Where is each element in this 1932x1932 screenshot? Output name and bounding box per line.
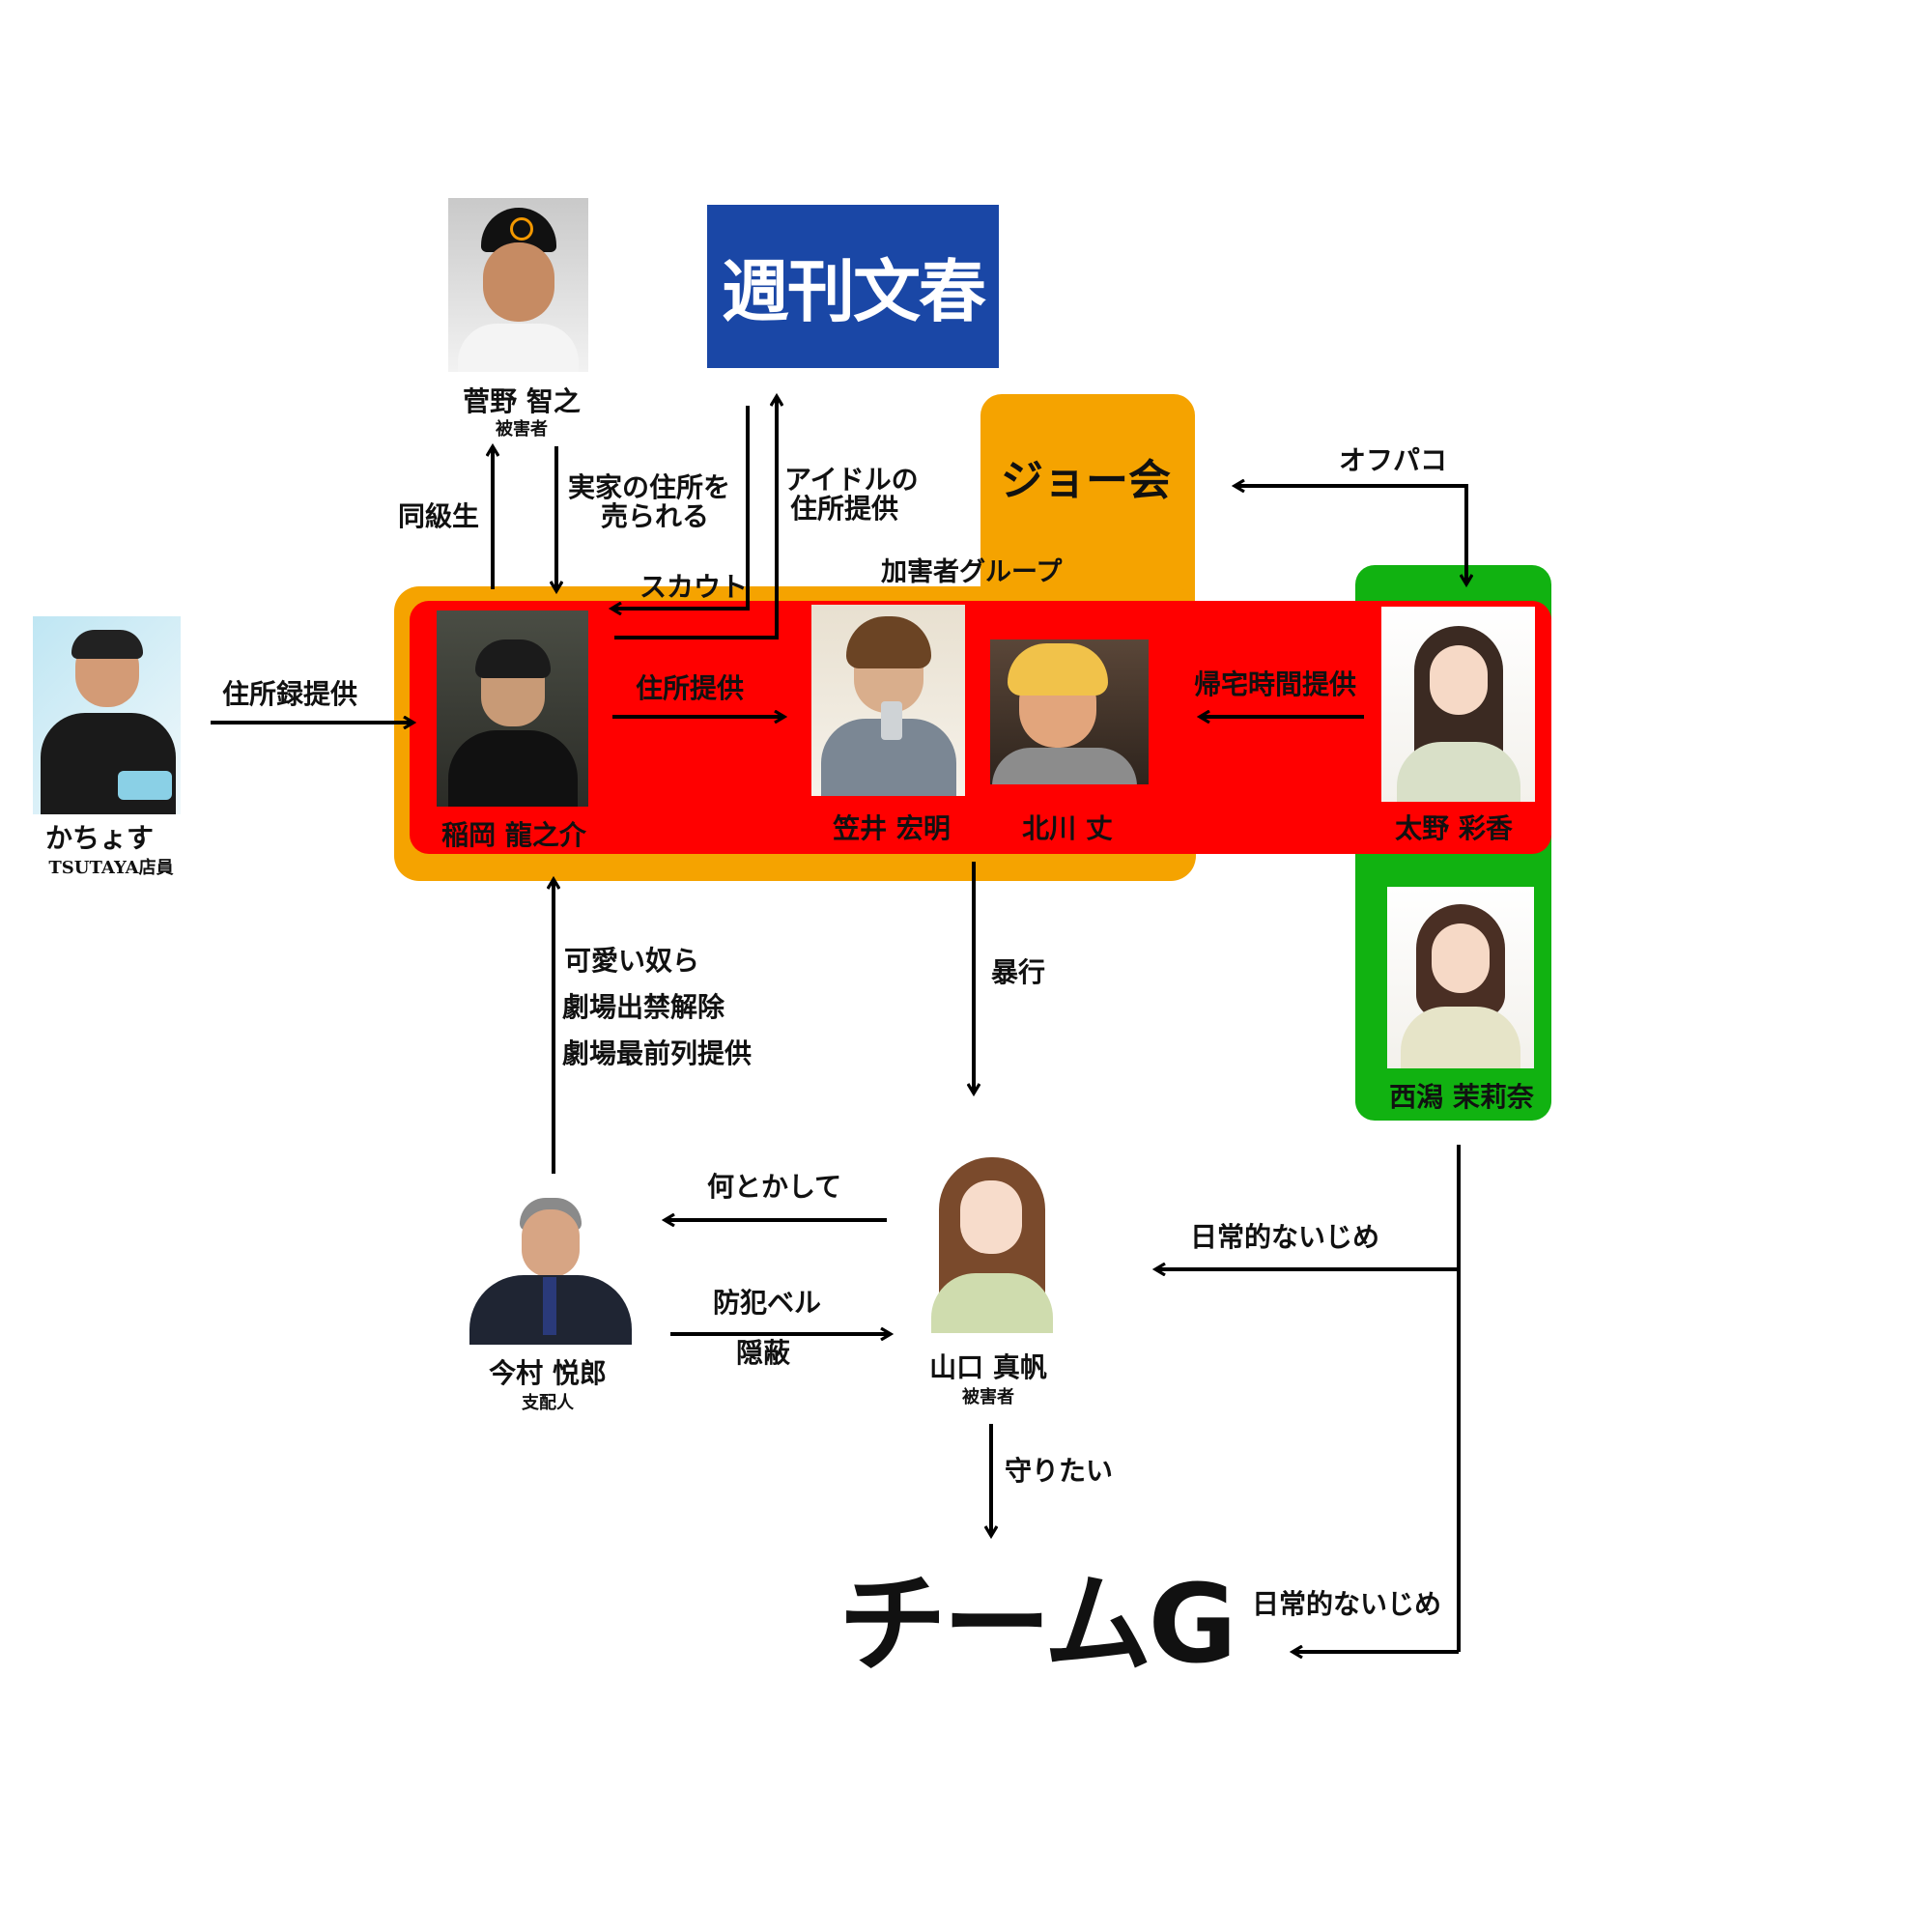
nishigata-name: 西潟 茉莉奈 <box>1389 1081 1534 1113</box>
kitagawa-photo <box>990 639 1149 784</box>
label-address: 住所提供 <box>636 672 745 704</box>
imamura-name: 今村 悦郎 <box>489 1357 607 1389</box>
label-somehow: 何とかして <box>707 1171 842 1203</box>
label-perks-3: 劇場最前列提供 <box>562 1037 753 1069</box>
kachoyasu-name: かちょす <box>44 822 154 854</box>
label-sold-address-2: 売られる <box>601 500 710 532</box>
yamaguchi-photo <box>914 1148 1069 1333</box>
ono-photo <box>1381 607 1535 802</box>
perpetrator-group-title: 加害者グループ <box>881 557 1063 587</box>
label-return-time: 帰宅時間提供 <box>1194 668 1357 700</box>
label-violence: 暴行 <box>991 956 1046 988</box>
sugano-role: 被害者 <box>496 419 548 440</box>
arrow-scout <box>611 406 750 609</box>
arrow-idol-address <box>614 396 777 639</box>
perpetrator-red-box <box>410 601 1551 854</box>
inaoka-photo <box>437 611 588 807</box>
sugano-name: 菅野 智之 <box>463 385 581 417</box>
label-perks-2: 劇場出禁解除 <box>562 991 725 1023</box>
label-offpako: オフパコ <box>1339 444 1448 476</box>
label-classmate: 同級生 <box>398 500 480 532</box>
label-bullying-2: 日常的ないじめ <box>1252 1588 1442 1620</box>
label-bell-1: 防犯ベル <box>713 1287 822 1319</box>
label-perks-1: 可愛い奴ら <box>564 945 700 977</box>
nishigata-photo <box>1387 887 1534 1068</box>
imamura-role: 支配人 <box>522 1393 574 1413</box>
label-scout: スカウト <box>639 571 749 603</box>
label-bell-2: 隠蔽 <box>736 1337 791 1369</box>
joe-group-title: ジョー会 <box>1001 456 1171 505</box>
label-bullying-1: 日常的ないじめ <box>1190 1221 1380 1253</box>
kitagawa-name: 北川 丈 <box>1022 812 1113 844</box>
inaoka-name: 稲岡 龍之介 <box>441 819 586 851</box>
kasai-name: 笠井 宏明 <box>833 812 951 844</box>
kasai-photo <box>811 605 965 796</box>
imamura-photo <box>460 1192 639 1345</box>
bunshun-title: 週刊文春 <box>722 251 986 331</box>
label-idol-address-2: 住所提供 <box>790 493 899 525</box>
kachoyasu-photo <box>33 616 181 814</box>
label-address-book: 住所録提供 <box>222 678 358 710</box>
yamaguchi-name: 山口 真帆 <box>929 1351 1047 1383</box>
ono-name: 太野 彩香 <box>1395 812 1513 844</box>
sugano-photo <box>448 198 588 372</box>
kachoyasu-role: TSUTAYA店員 <box>48 858 174 878</box>
label-sold-address-1: 実家の住所を <box>568 471 731 503</box>
bunshun-logo: 週刊文春 <box>707 205 999 368</box>
yamaguchi-role: 被害者 <box>962 1387 1014 1407</box>
team-g-title: チームG <box>838 1562 1237 1688</box>
label-protect: 守りたい <box>1005 1455 1114 1487</box>
arrow-offpako <box>1235 486 1468 584</box>
label-idol-address-1: アイドルの <box>784 464 919 496</box>
